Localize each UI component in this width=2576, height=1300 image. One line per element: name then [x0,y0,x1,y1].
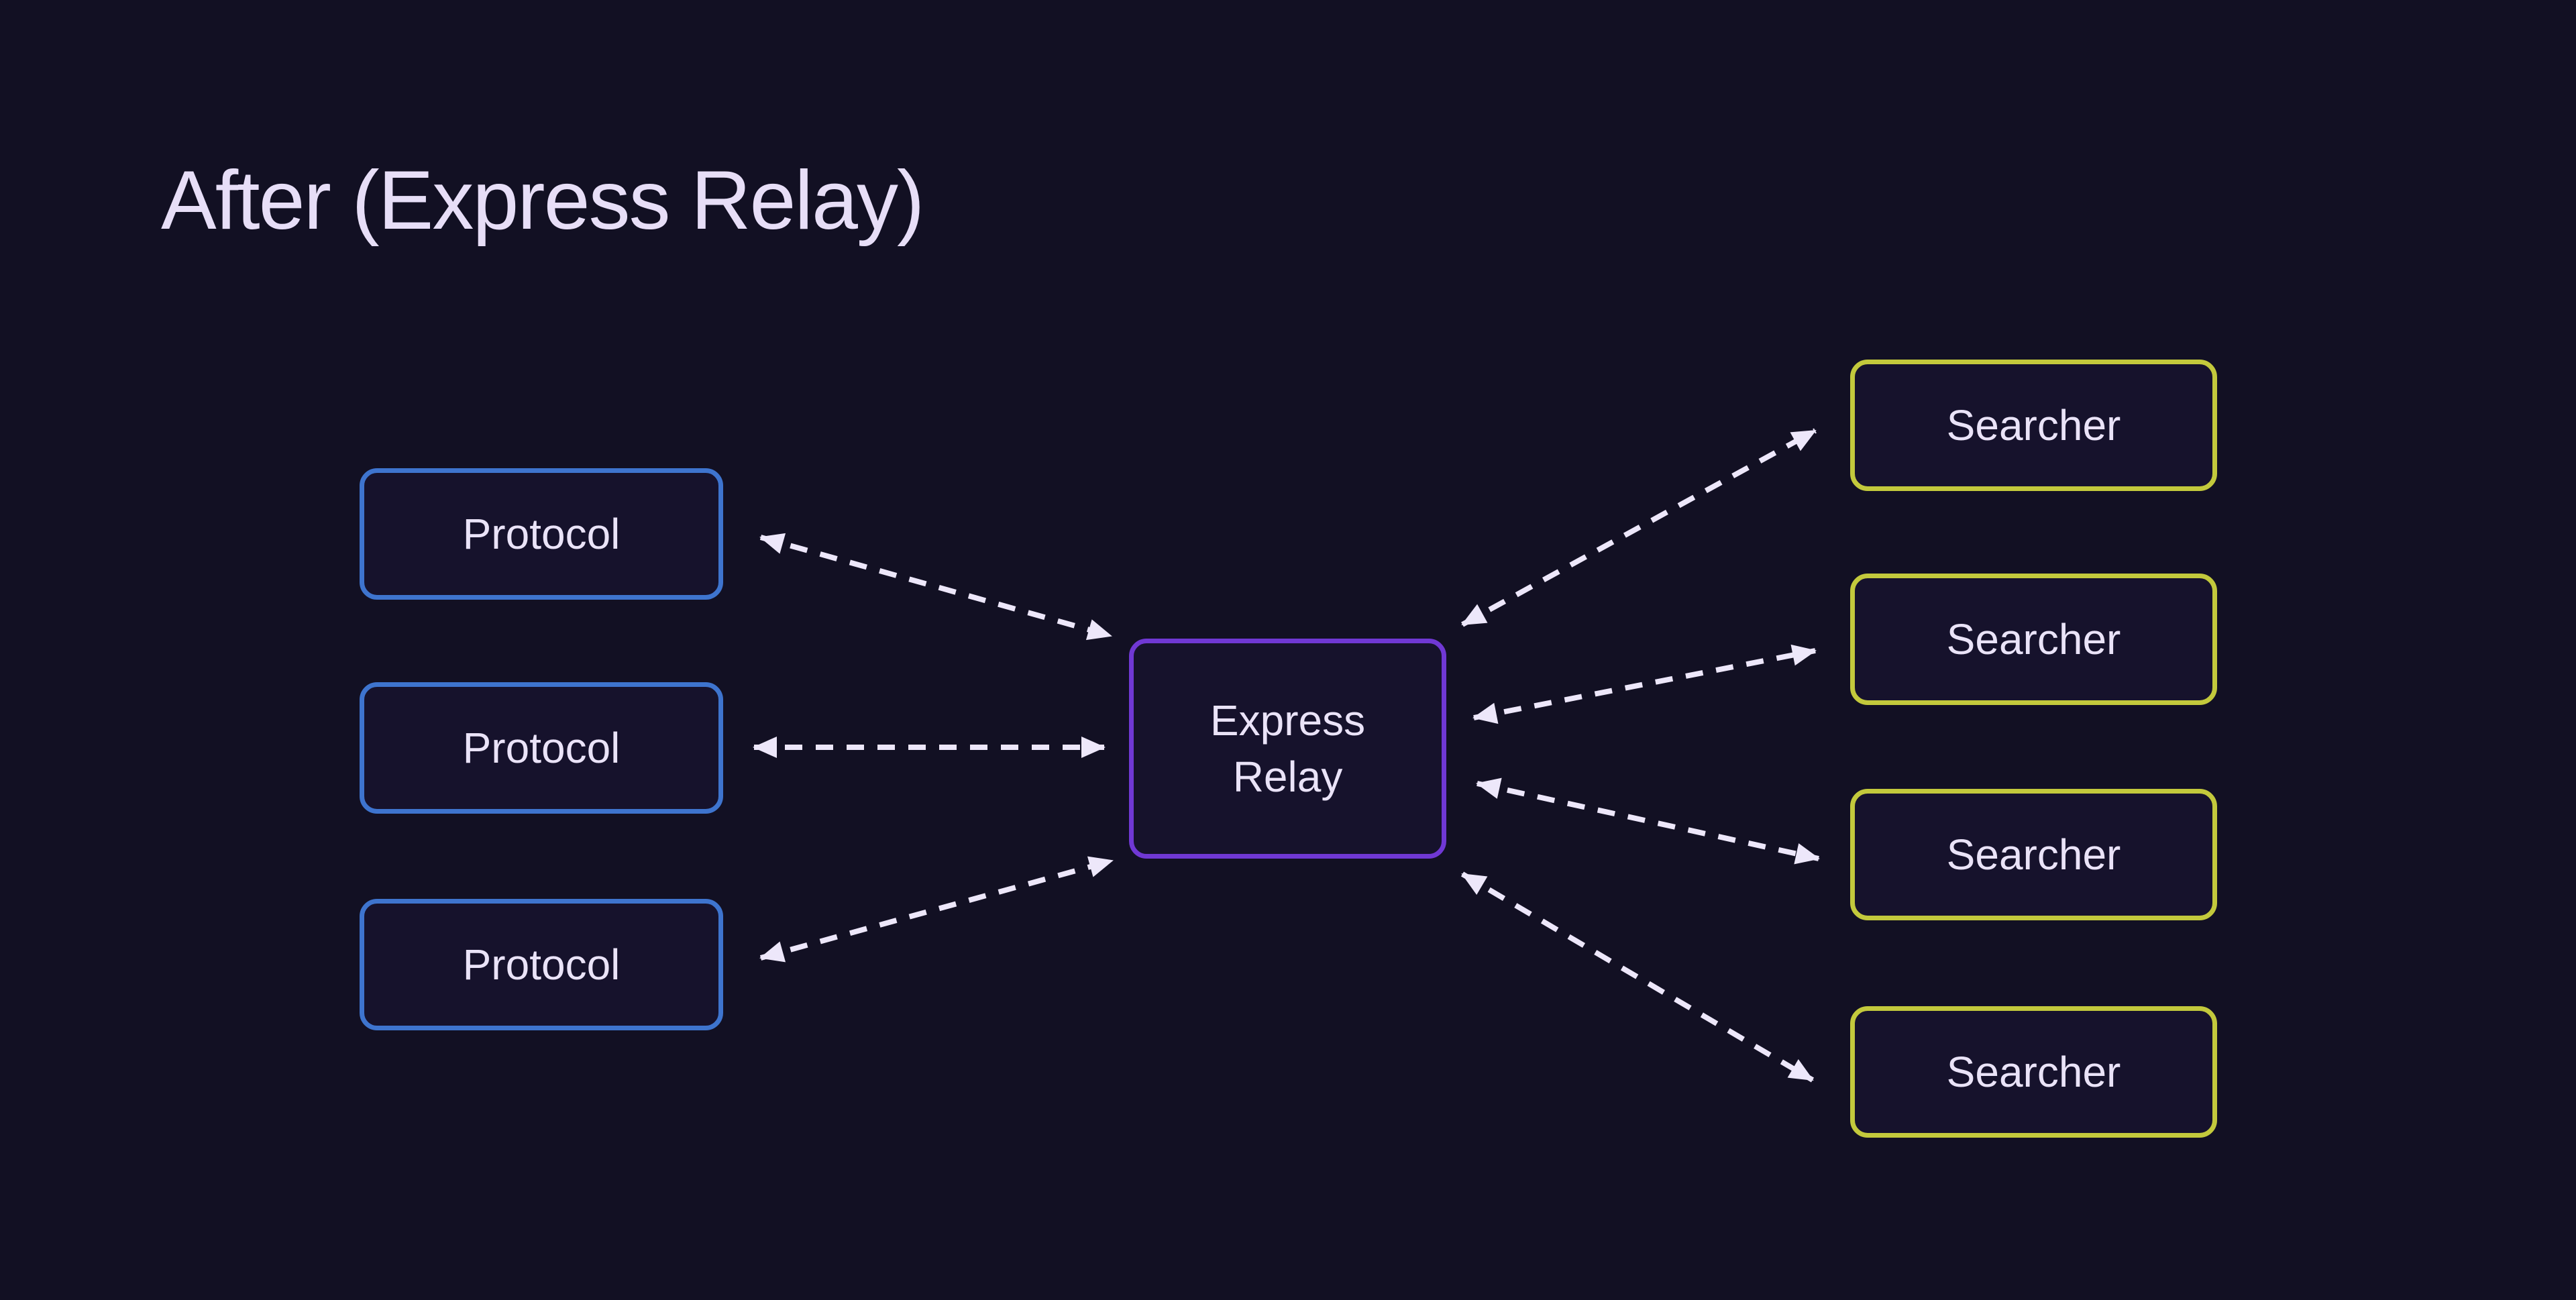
edge-relay-searcher1 [1461,428,1817,627]
edge-relay-searcher2 [1472,644,1817,724]
edge-protocol1-relay [759,533,1112,641]
node-searcher-3-label: Searcher [1946,830,2121,879]
node-express-relay-label: Express Relay [1210,696,1366,801]
node-searcher-3: Searcher [1850,789,2217,920]
node-searcher-4-label: Searcher [1946,1048,2121,1096]
node-protocol-1: Protocol [360,468,723,600]
node-protocol-3-label: Protocol [462,940,621,989]
node-express-relay: Express Relay [1129,639,1446,859]
edge-relay-searcher3 [1476,777,1820,865]
page-title: After (Express Relay) [161,154,924,247]
edge-relay-searcher4 [1460,871,1815,1083]
node-searcher-2-label: Searcher [1946,615,2121,663]
edge-protocol3-relay [759,856,1114,963]
node-protocol-2: Protocol [360,682,723,814]
node-protocol-2-label: Protocol [462,724,621,772]
node-searcher-1: Searcher [1850,360,2217,491]
node-protocol-1-label: Protocol [462,510,621,558]
node-protocol-3: Protocol [360,899,723,1030]
node-searcher-2: Searcher [1850,574,2217,705]
node-searcher-4: Searcher [1850,1006,2217,1138]
node-searcher-1-label: Searcher [1946,401,2121,449]
